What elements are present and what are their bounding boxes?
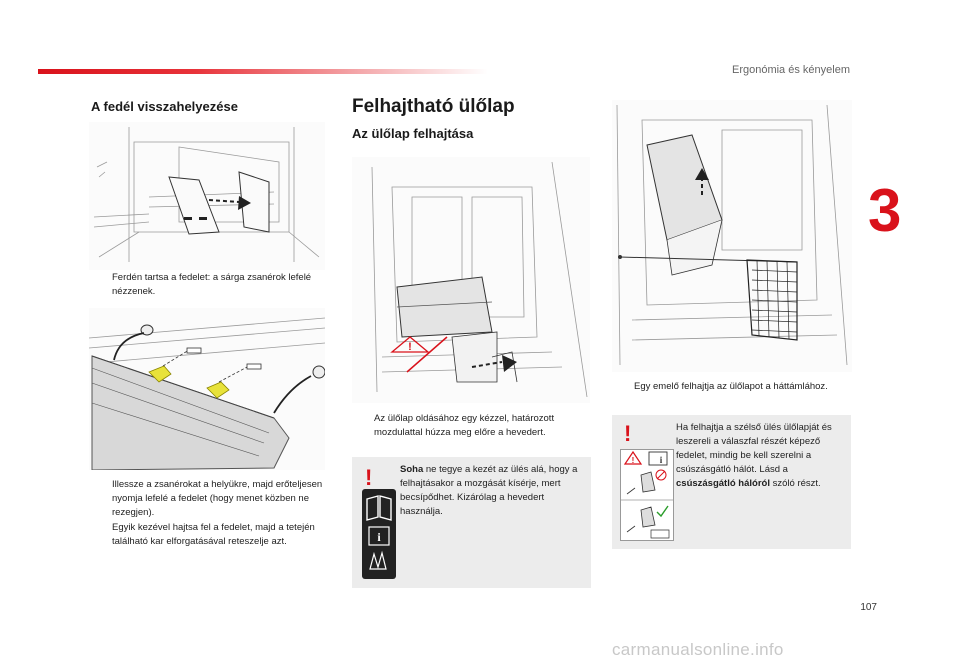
right-warning-box: ! ! i Ha (612, 415, 851, 549)
middle-step-1: Az ülőlap oldásához egy kézzel, határozo… (374, 412, 594, 440)
warning-text: ne tegye a kezét az ülés alá, hogy a fel… (400, 464, 578, 517)
left-step-2-text: Illessze a zsanérokat a helyükre, majd e… (112, 479, 323, 518)
warning-text: szóló részt. (769, 478, 821, 489)
left-step-1: Ferdén tartsa a fedelet: a sárga zsanéro… (112, 271, 327, 299)
warning-triangle-icon: ! (623, 450, 643, 465)
middle-subheading: Az ülőlap felhajtása (352, 126, 474, 141)
right-warning-text: Ha felhajtja a szélső ülés ülőlapját és … (676, 421, 846, 491)
warning-exclamation: ! (365, 465, 373, 490)
watermark: carmanualsonline.info (612, 640, 784, 659)
warning-text: Ha felhajtja a szélső ülés ülőlapját és … (676, 422, 832, 475)
main-heading: Felhajtható ülőlap (352, 96, 515, 117)
warning-icon-strip: i (362, 489, 396, 579)
info-icon: i (368, 526, 390, 546)
left-step-3-text: Egyik kezével hajtsa fel a fedelet, majd… (112, 522, 315, 547)
left-step-2: Illessze a zsanérokat a helyükre, majd e… (112, 478, 327, 520)
warning-bold-text: Soha (400, 464, 424, 475)
middle-warning-text: Soha ne tegye a kezét az ülés alá, hogy … (400, 463, 580, 519)
right-step-1-text: Egy emelő felhajtja az ülőlapot a háttám… (634, 381, 828, 392)
chapter-number: 3 (868, 177, 902, 244)
header-accent-bar (38, 69, 488, 74)
right-step-1: Egy emelő felhajtja az ülőlapot a háttám… (634, 380, 859, 394)
seat-icon (626, 505, 670, 539)
middle-warning-box: ! i Soha ne tegye a kezét az ülés alá, h… (352, 457, 591, 588)
warning-bold-text: csúszásgátló hálóról (676, 478, 770, 489)
svg-text:i: i (660, 455, 663, 465)
figure-hinges (89, 308, 325, 470)
left-step-1-text: Ferdén tartsa a fedelet: a sárga zsanéro… (112, 272, 312, 297)
seat-icon (626, 469, 667, 495)
safety-net (746, 259, 798, 341)
middle-step-1-text: Az ülőlap oldásához egy kézzel, határozo… (374, 413, 555, 438)
warning-pictogram: ! i (620, 449, 674, 541)
left-step-3: Egyik kezével hajtsa fel a fedelet, majd… (112, 521, 327, 549)
svg-text:!: ! (408, 341, 412, 353)
figure-seat-unlock: ! (352, 157, 590, 403)
left-heading: A fedél visszahelyezése (91, 99, 238, 114)
section-title: Ergonómia és kényelem (731, 64, 850, 76)
book-icon (366, 495, 392, 521)
figure-lid-tilt (89, 122, 325, 270)
svg-text:!: ! (632, 456, 635, 465)
page-number: 107 (860, 602, 877, 613)
hand-icon (369, 550, 387, 570)
figure-seat-folded (612, 100, 852, 372)
book-info-icon: i (648, 451, 668, 466)
svg-text:i: i (377, 530, 381, 544)
warning-exclamation: ! (624, 421, 632, 446)
